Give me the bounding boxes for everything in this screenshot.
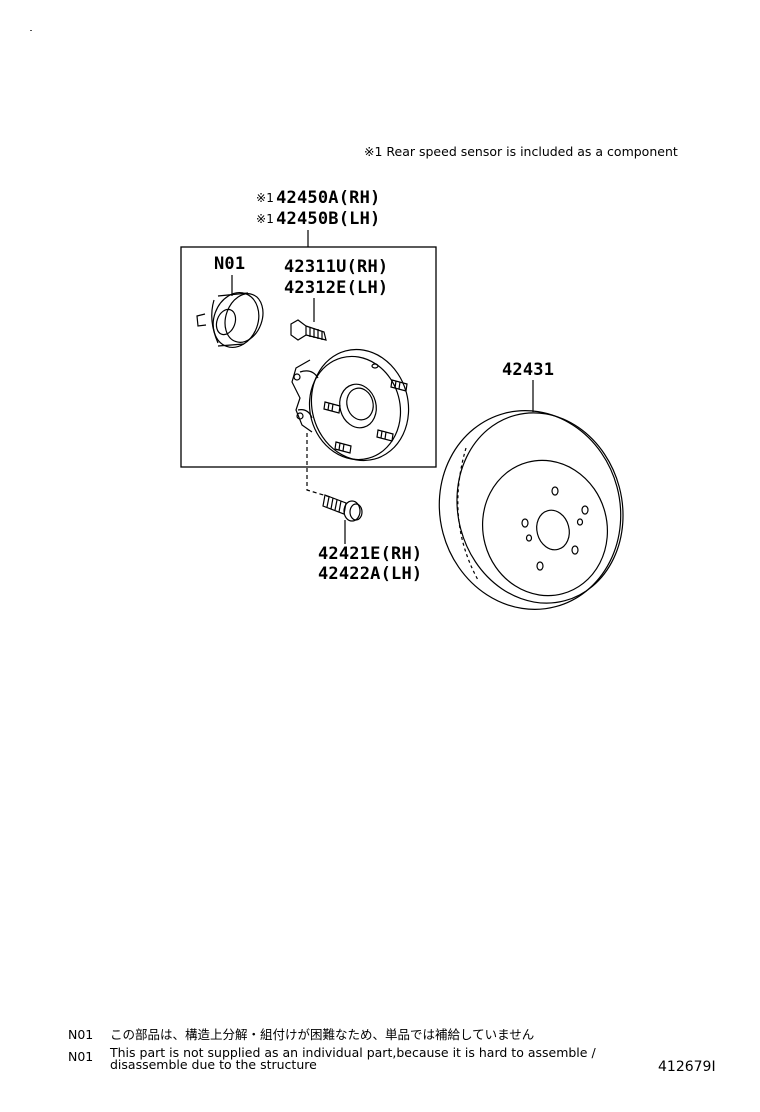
rotor-label: 42431 <box>502 360 555 380</box>
brake-disc-rotor <box>438 410 624 610</box>
speed-sensor-ring <box>196 292 264 348</box>
rotor-set-screw <box>322 494 363 522</box>
component-note: ※1 Rear speed sensor is included as a co… <box>364 144 678 159</box>
hub-lh-part-number: 42450B(LH) <box>276 209 381 229</box>
screw-rh-label: 42421E(RH) <box>318 544 423 564</box>
hub-lh-prefix: ※1 <box>256 212 275 226</box>
corner-mark <box>30 30 32 31</box>
hub-bearing-assembly <box>291 348 410 462</box>
hub-rh-part-number: 42450A(RH) <box>276 188 381 208</box>
footer-en-text-line2: disassemble due to the structure <box>110 1057 317 1072</box>
hub-bolt <box>290 319 327 341</box>
illustration-code: 412679I <box>658 1059 716 1075</box>
footer-en-code: N01 <box>68 1049 94 1064</box>
footer-jp-code: N01 <box>68 1027 94 1042</box>
screw-lh-label: 42422A(LH) <box>318 564 423 584</box>
n01-label: N01 <box>214 254 246 274</box>
screw-position-dashed-line <box>306 433 331 498</box>
footer-jp-text: この部品は、構造上分解・組付けが困難なため、単品では補給していません <box>110 1027 535 1042</box>
footer-en-text-line1: This part is not supplied as an individu… <box>110 1045 596 1060</box>
hub-rh-prefix: ※1 <box>256 191 275 205</box>
bolt-lh-label: 42312E(LH) <box>284 278 389 298</box>
bolt-rh-label: 42311U(RH) <box>284 257 389 277</box>
